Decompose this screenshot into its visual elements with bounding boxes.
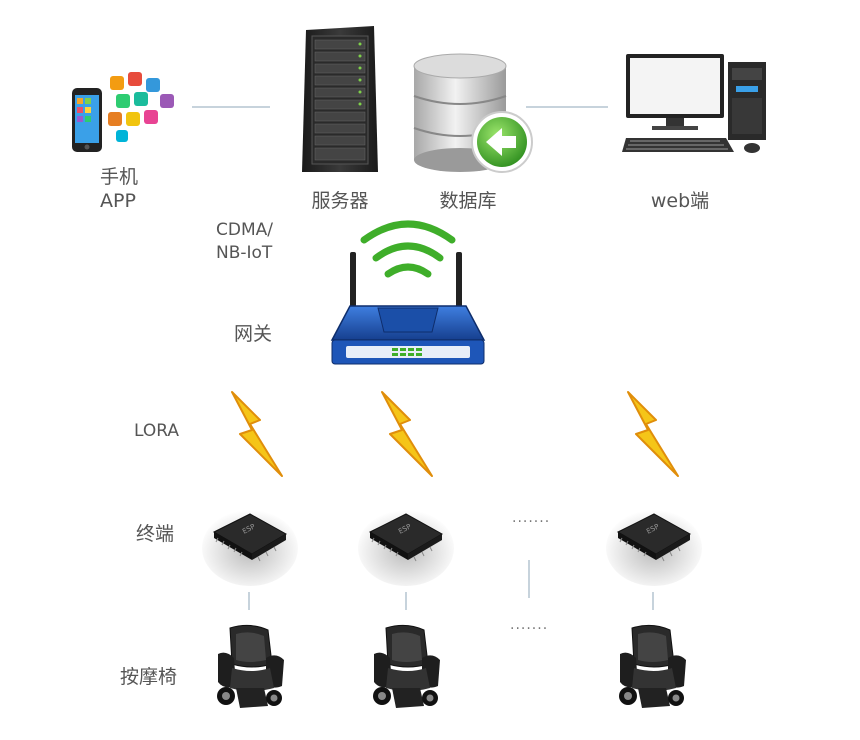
lora-lightning-icon bbox=[622, 390, 682, 478]
ellipsis-top: ....... bbox=[512, 510, 551, 526]
terminal-chair-connector bbox=[652, 592, 654, 610]
terminal-chip-icon: ESP bbox=[604, 500, 704, 590]
lora-lightning-icon bbox=[376, 390, 436, 478]
massage-chair-icon bbox=[614, 624, 690, 710]
web-label: web端 bbox=[650, 190, 710, 212]
lora-label: LORA bbox=[134, 421, 179, 441]
database-label: 数据库 bbox=[439, 190, 497, 212]
server-label: 服务器 bbox=[311, 190, 369, 212]
lora-lightning-icon bbox=[226, 390, 286, 478]
massage-chair-icon bbox=[212, 624, 288, 710]
terminal-chip-icon: ESP bbox=[356, 500, 456, 590]
network-protocol-line1: CDMA/ bbox=[216, 220, 273, 240]
network-protocol-line2: NB-IoT bbox=[216, 243, 273, 263]
massage-chair-icon bbox=[368, 624, 444, 710]
massage-chair-label: 按摩椅 bbox=[120, 666, 178, 688]
phone-label-line2: APP bbox=[100, 190, 136, 212]
terminal-chair-connector bbox=[405, 592, 407, 610]
terminal-chair-connector bbox=[248, 592, 250, 610]
phone-label: 手机 APP bbox=[100, 165, 138, 213]
web-computer-icon bbox=[622, 50, 772, 165]
phone-app-icon bbox=[68, 70, 178, 160]
database-web-connector bbox=[526, 106, 608, 108]
gateway-label: 网关 bbox=[234, 323, 273, 345]
network-protocol-label: CDMA/ NB-IoT bbox=[216, 219, 273, 265]
phone-server-connector bbox=[192, 106, 270, 108]
database-icon bbox=[410, 52, 535, 177]
terminal-chip-icon: ESP bbox=[200, 500, 300, 590]
ellipsis-bottom: ....... bbox=[510, 617, 549, 633]
phone-label-line1: 手机 bbox=[100, 166, 139, 188]
server-icon bbox=[300, 26, 380, 176]
terminal-label: 终端 bbox=[136, 523, 175, 545]
gateway-router-icon bbox=[328, 248, 488, 370]
wireless-signal-icon bbox=[358, 212, 458, 282]
ellipsis-connector bbox=[528, 560, 530, 598]
